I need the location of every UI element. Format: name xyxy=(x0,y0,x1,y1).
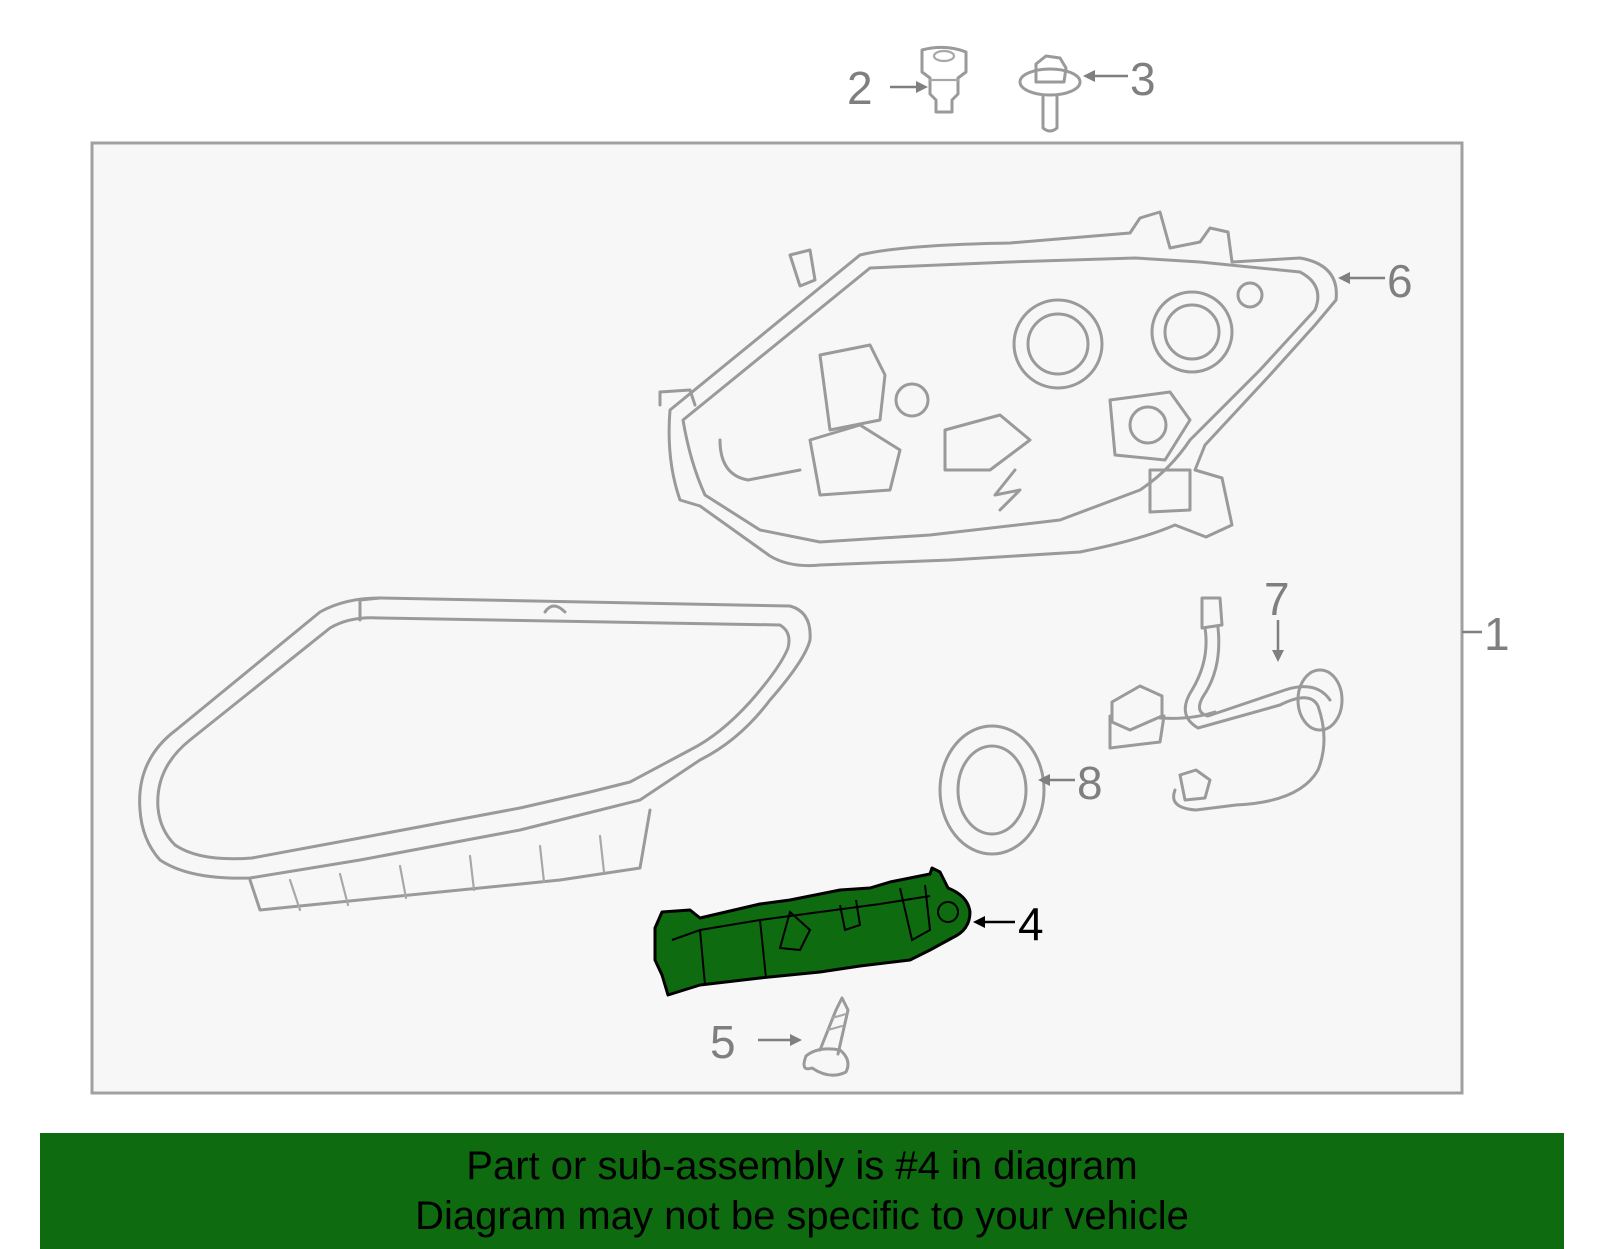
callout-5: 5 xyxy=(710,1016,736,1068)
callout-5-arrowhead xyxy=(790,1034,802,1046)
callout-8-arrowhead xyxy=(1038,774,1050,786)
banner-line-2: Diagram may not be specific to your vehi… xyxy=(415,1194,1189,1238)
callout-2: 2 xyxy=(847,62,873,114)
part-5-screw[interactable] xyxy=(802,996,850,1077)
callout-2-arrowhead xyxy=(916,81,928,93)
part-6-headlamp-housing[interactable] xyxy=(658,210,1338,568)
info-banner: Part or sub-assembly is #4 in diagram Di… xyxy=(40,1133,1564,1249)
callout-8: 8 xyxy=(1077,757,1103,809)
parts-diagram: 2 3 6 7 1 8 4 5 xyxy=(90,45,1510,1095)
headlamp-lens xyxy=(138,596,812,912)
callout-7-arrowhead xyxy=(1272,650,1284,662)
callout-4-arrowhead xyxy=(973,916,985,928)
part-8-grommet[interactable] xyxy=(938,724,1046,856)
callout-7: 7 xyxy=(1264,573,1290,625)
assembly-frame xyxy=(90,141,1464,1095)
callout-3-arrowhead xyxy=(1083,70,1095,82)
callout-6-arrowhead xyxy=(1338,272,1350,284)
callout-3: 3 xyxy=(1130,53,1156,105)
callout-4: 4 xyxy=(1018,898,1044,950)
banner-line-1: Part or sub-assembly is #4 in diagram xyxy=(466,1144,1138,1188)
part-7-wiring-harness[interactable] xyxy=(1108,596,1344,812)
part-2-clip[interactable] xyxy=(920,45,968,114)
callout-6: 6 xyxy=(1387,255,1413,307)
part-3-bolt[interactable] xyxy=(1018,54,1082,133)
part-4-bracket-highlighted[interactable] xyxy=(653,866,972,997)
callout-1: 1 xyxy=(1484,608,1510,660)
